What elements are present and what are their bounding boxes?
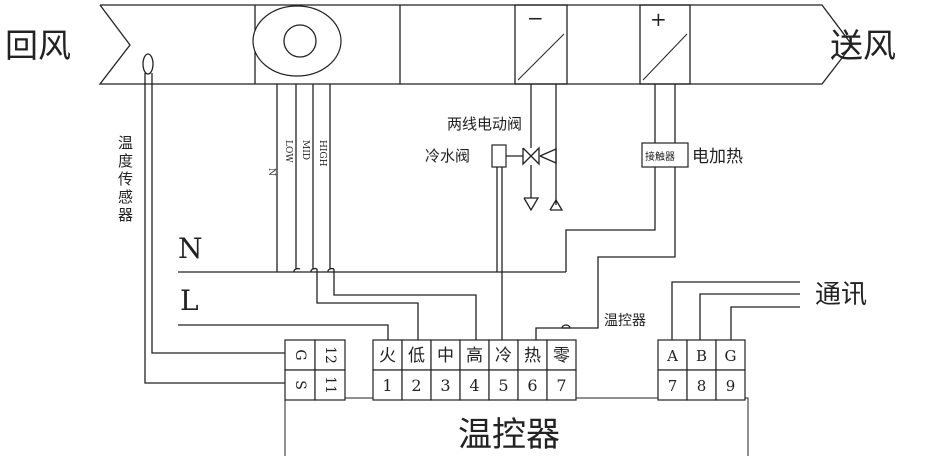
terminal-name: 中 [437,346,454,366]
comm-terminal-name: B [696,347,707,365]
thermostat-unit: 温控器 [284,397,749,456]
fan-tap-wires [276,84,477,343]
terminal-number-cell [546,369,577,401]
terminal-name: 火 [379,346,396,366]
contactor-label: 接触器 [645,150,675,163]
fan-tap-mid: MID [300,140,310,160]
contactor: 接触器 [535,84,689,343]
comm-terminal-number: 7 [668,377,678,395]
comm-terminal-name-cell [657,339,688,371]
sensor-terminal-label: 12 [322,346,338,364]
terminal-name-cell [459,339,490,371]
sensor-terminal-label: G [292,349,308,360]
sensor-terminal-label: 11 [322,376,338,394]
temperature-sensor [142,53,285,384]
cooling-coil: − [514,4,568,85]
sensor-terminal-cell [314,369,346,401]
comm-terminal-number: 9 [726,377,736,395]
fan-tap-high: HIGH [317,140,327,167]
terminal-name: 高 [466,346,483,366]
chilled-water-valve-label: 冷水阀 [425,147,470,165]
terminal-number: 1 [382,376,392,395]
two-wire-valve-label: 两线电动阀 [447,115,522,133]
comm-terminal-number: 8 [697,377,707,395]
terminal-name: 冷 [495,346,512,366]
terminal-number-cell [459,369,490,401]
terminal-number: 4 [469,376,479,395]
terminal-number: 2 [411,376,421,395]
terminal-number: 7 [556,376,566,395]
neutral-line-label: N [178,232,203,265]
fan-tap-n: N [266,168,276,176]
terminal-number: 3 [440,376,450,395]
electric-heating-label: 电加热 [692,147,743,167]
sensor-terminal-cell [314,339,346,371]
terminal-name: 热 [524,346,541,366]
heating-coil-sign: + [650,7,667,31]
fan-tap-low: LOW [283,140,293,163]
terminal-name: 零 [553,346,570,366]
sensor-terminal-block: G 12S 11 [284,339,346,401]
comm-terminal-name-cell [715,339,746,371]
communication-wires [671,281,800,343]
comm-terminal-number-cell [715,369,746,401]
terminal-number-cell [430,369,461,401]
cooling-coil-sign: − [527,6,544,30]
communication-label: 通讯 [815,280,867,310]
terminal-number: 6 [527,376,537,395]
comm-terminal-number-cell [686,369,717,401]
comm-terminal-number-cell [657,369,688,401]
fan [252,5,342,77]
thermostat-wire-label: 温控器 [604,313,646,329]
sensor-terminal-label: S [292,380,308,390]
live-line-label: L [180,284,199,317]
terminal-name: 低 [408,346,425,366]
terminal-number-cell [372,369,403,401]
thermostat-label: 温控器 [458,415,560,455]
terminal-number-cell [488,369,519,401]
comm-terminal-name: G [725,347,737,365]
return-air-label: 回风 [5,26,71,65]
terminal-number: 5 [498,376,508,395]
supply-air-label: 送风 [830,26,896,65]
heating-coil: + [639,4,691,85]
temp-sensor-label: 温 度 传 感 器 [118,134,138,224]
terminal-name-cell [488,339,519,371]
chilled-water-valve [491,84,564,343]
air-handler-duct: − + [98,4,853,85]
power-lines [178,271,566,343]
comm-terminal-name: A [666,347,678,365]
